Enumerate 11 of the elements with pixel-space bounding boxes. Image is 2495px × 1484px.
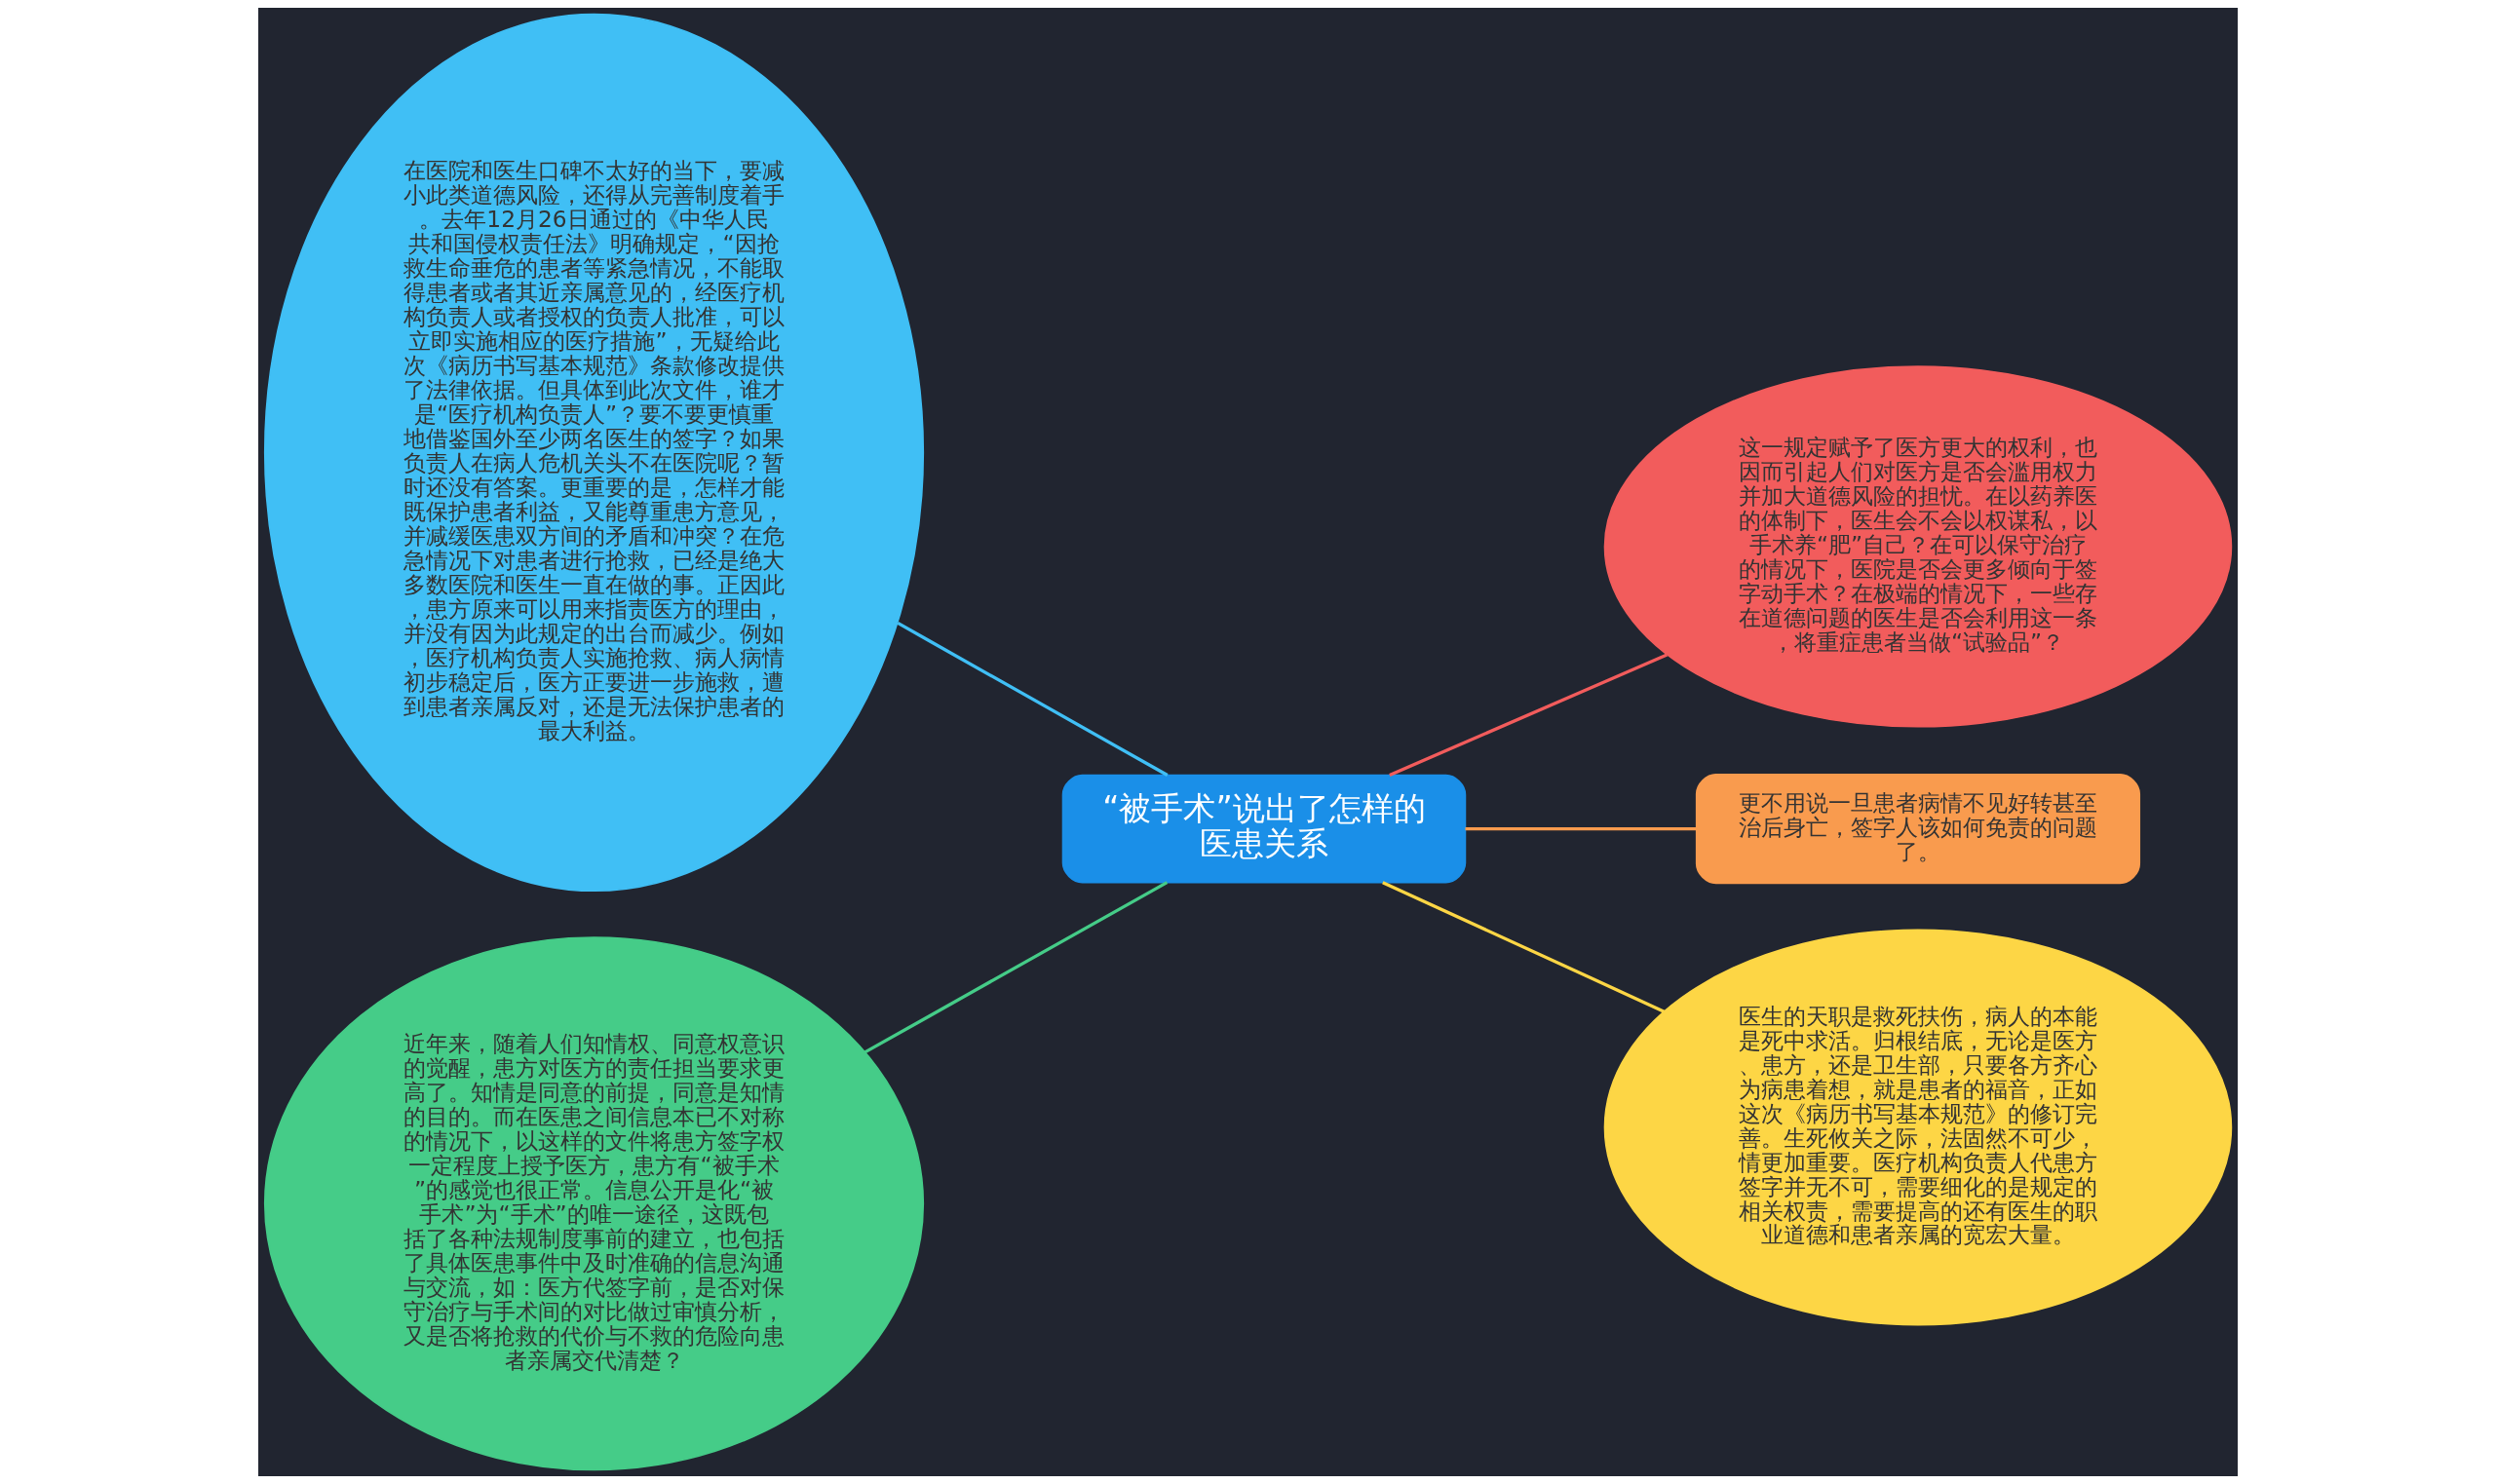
- connector: [896, 621, 1169, 777]
- node-ellipse: 在医院和医生口碑不太好的当下，要减小此类道德风险，还得从完善制度着手。去年12月26日通过的《中华人民共和国侵权责任法》明确规定，“因抢救生命垂危的患者等紧急情况，不能取得患者或者其近亲属意见的，经医疗机构负责人或者授权的负责人批准，可以立即实施相应的医疗措施”，无疑给此次《病历书写基本规范》条款修改提供了法律依据。但具体到此次文件，谁才是“医疗机构负责人”？要不要更慎重地借鉴国外至少两名医生的签字？如果负责人在病人危机关头不在医院呢？暂时还没有答案。更重要的是，怎样才能既保护患者利益，又能尊重患方意见，并减缓医患双方间的矛盾和冲突？在危急情况下对患者进行抢救，已经是绝大多数医院和医生一直在做的事。正因此，患方原来可以用来指责医方的理由，并没有因为此规定的出台而减少。例如，医疗机构负责人实施抢救、病人病情初步稳定后，医方正要进一步施救，遭到患者亲属反对，还是无法保护患者的最大利益。: [263, 13, 924, 893]
- connector: [1381, 881, 1665, 1013]
- connector: [864, 881, 1168, 1054]
- node-ellipse: 医生的天职是救死扶伤，病人的本能是死中求活。归根结底，无论是医方、患方，还是卫生部，只要各方齐心为病患着想，就是患者的福音，正如这次《病历书写基本规范》的修订完善。生死攸关之际，法固然不可少，情更加重要。医疗机构负责人代患方签字并无不可，需要细化的是规定的相关权责，需要提高的还有医生的职业道德和患者亲属的宽宏大量。: [1603, 929, 2232, 1326]
- node-ellipse: 近年来，随着人们知情权、同意权意识的觉醒，患方对医方的责任担当要求更高了。知情是同意的前提，同意是知情的目的。而在医患之间信息本已不对称的情况下，以这样的文件将患方签字权一定程度上授予医方，患方有“被手术”的感觉也很正常。信息公开是化“被手术”为“手术”的唯一途径，这既包括了各种法规制度事前的建立，也包括了具体医患事件中及时准确的信息沟通与交流，如：医方代签字前，是否对保守治疗与手术间的对比做过审慎分析，又是否将抢救的代价与不救的危险向患者亲属交代清楚？: [263, 936, 924, 1471]
- node-ellipse: 这一规定赋予了医方更大的权利，也因而引起人们对医方是否会滥用权力并加大道德风险的担忧。在以药养医的体制下，医生会不会以权谋私，以手术养“肥”自己？在可以保守治疗的情况下，医院是否会更多倾向于签字动手术？在极端的情况下，一些存在道德问题的医生是否会利用这一条，将重症患者当做“试验品”？: [1603, 365, 2232, 728]
- node-box: 更不用说一旦患者病情不见好转甚至治后身亡，签字人该如何免责的问题了。: [1695, 774, 2140, 885]
- connector: [1388, 653, 1668, 777]
- connector: [1465, 826, 1696, 831]
- node-box: “被手术”说出了怎样的医患关系: [1061, 774, 1466, 884]
